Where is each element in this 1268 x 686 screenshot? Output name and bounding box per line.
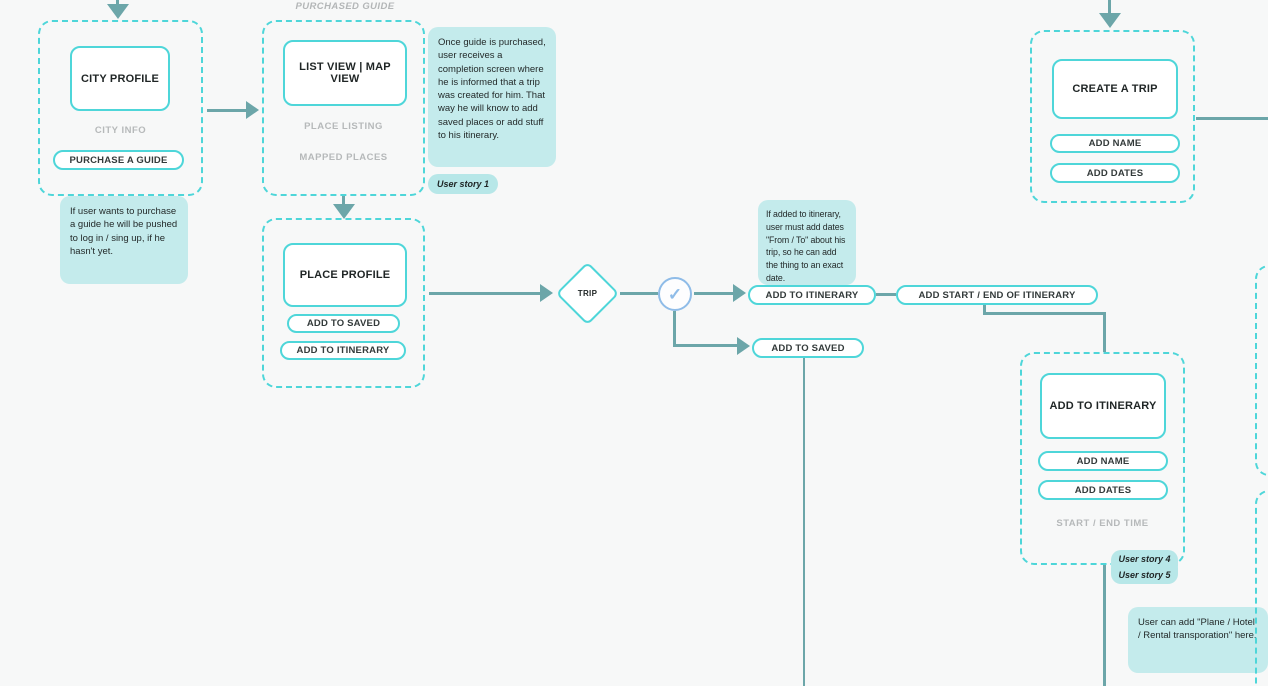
completion-note[interactable]: Once guide is purchased, user receives a… xyxy=(428,27,556,167)
arrowhead-right-icon xyxy=(246,101,259,119)
arrowhead-right-icon xyxy=(737,337,750,355)
add-name-button[interactable]: ADD NAME xyxy=(1038,451,1168,471)
check-icon: ✓ xyxy=(667,284,683,304)
list-map-view-card[interactable]: LIST VIEW | MAP VIEW xyxy=(283,40,407,106)
login-note[interactable]: If user wants to purchase a guide he wil… xyxy=(60,196,188,284)
connector-line xyxy=(673,311,676,347)
trip-decision-label: TRIP xyxy=(577,289,598,298)
arrowhead-down-icon xyxy=(1099,13,1121,28)
purchase-guide-button[interactable]: PURCHASE A GUIDE xyxy=(53,150,184,170)
screen-add-to-itinerary[interactable]: ADD TO ITINERARY ADD NAME ADD DATES STAR… xyxy=(1020,352,1185,565)
connector-line xyxy=(876,293,896,296)
connector-line xyxy=(1103,565,1106,686)
connector-line xyxy=(429,292,541,295)
add-dates-button[interactable]: ADD DATES xyxy=(1050,163,1180,183)
user-story-5-badge[interactable]: User story 5 xyxy=(1111,566,1178,584)
user-story-4-badge[interactable]: User story 4 xyxy=(1111,550,1178,568)
place-profile-card[interactable]: PLACE PROFILE xyxy=(283,243,407,307)
approval-circle[interactable]: ✓ xyxy=(658,277,692,311)
connector-line xyxy=(207,109,249,112)
connector-line xyxy=(1108,0,1111,14)
add-to-saved-action[interactable]: ADD TO SAVED xyxy=(752,338,864,358)
connector-line xyxy=(620,292,658,295)
connector-line xyxy=(342,196,345,206)
transport-note[interactable]: User can add "Plane / Hotel / Rental tra… xyxy=(1128,607,1268,673)
user-story-1-badge[interactable]: User story 1 xyxy=(428,174,498,194)
connector-line xyxy=(983,305,986,315)
connector-line xyxy=(116,0,119,5)
add-dates-button[interactable]: ADD DATES xyxy=(1038,480,1168,500)
connector-line xyxy=(673,344,737,347)
place-listing-label: PLACE LISTING xyxy=(304,121,383,132)
dates-note[interactable]: If added to itinerary, user must add dat… xyxy=(758,200,856,285)
connector-line xyxy=(803,358,805,686)
screen-list-map-view[interactable]: LIST VIEW | MAP VIEW PLACE LISTING MAPPE… xyxy=(262,20,425,196)
mapped-places-label: MAPPED PLACES xyxy=(299,152,388,163)
connector-line xyxy=(983,312,1106,315)
screen-create-trip[interactable]: CREATE A TRIP ADD NAME ADD DATES xyxy=(1030,30,1195,203)
connector-line xyxy=(694,292,734,295)
screen-partial-right-top[interactable] xyxy=(1255,265,1268,476)
arrowhead-down-icon xyxy=(333,204,355,219)
connector-line xyxy=(1103,312,1106,352)
purchased-guide-label: PURCHASED GUIDE xyxy=(295,1,395,12)
arrowhead-right-icon xyxy=(540,284,553,302)
screen-city-profile[interactable]: CITY PROFILE CITY INFO PURCHASE A GUIDE xyxy=(38,20,203,196)
arrowhead-down-icon xyxy=(107,4,129,19)
add-start-end-action[interactable]: ADD START / END OF ITINERARY xyxy=(896,285,1098,305)
add-to-saved-button[interactable]: ADD TO SAVED xyxy=(287,314,400,333)
add-to-itinerary-card[interactable]: ADD TO ITINERARY xyxy=(1040,373,1166,439)
city-info-label: CITY INFO xyxy=(94,125,147,136)
create-trip-card[interactable]: CREATE A TRIP xyxy=(1052,59,1178,119)
city-profile-card[interactable]: CITY PROFILE xyxy=(70,46,170,111)
add-to-itinerary-button[interactable]: ADD TO ITINERARY xyxy=(280,341,406,360)
arrowhead-right-icon xyxy=(733,284,746,302)
screen-partial-right-bottom[interactable] xyxy=(1255,490,1268,686)
start-end-time-label: START / END TIME xyxy=(1056,518,1149,529)
add-name-button[interactable]: ADD NAME xyxy=(1050,134,1180,153)
connector-line xyxy=(1196,117,1268,120)
screen-place-profile[interactable]: PLACE PROFILE ADD TO SAVED ADD TO ITINER… xyxy=(262,218,425,388)
add-to-itinerary-action[interactable]: ADD TO ITINERARY xyxy=(748,285,876,305)
